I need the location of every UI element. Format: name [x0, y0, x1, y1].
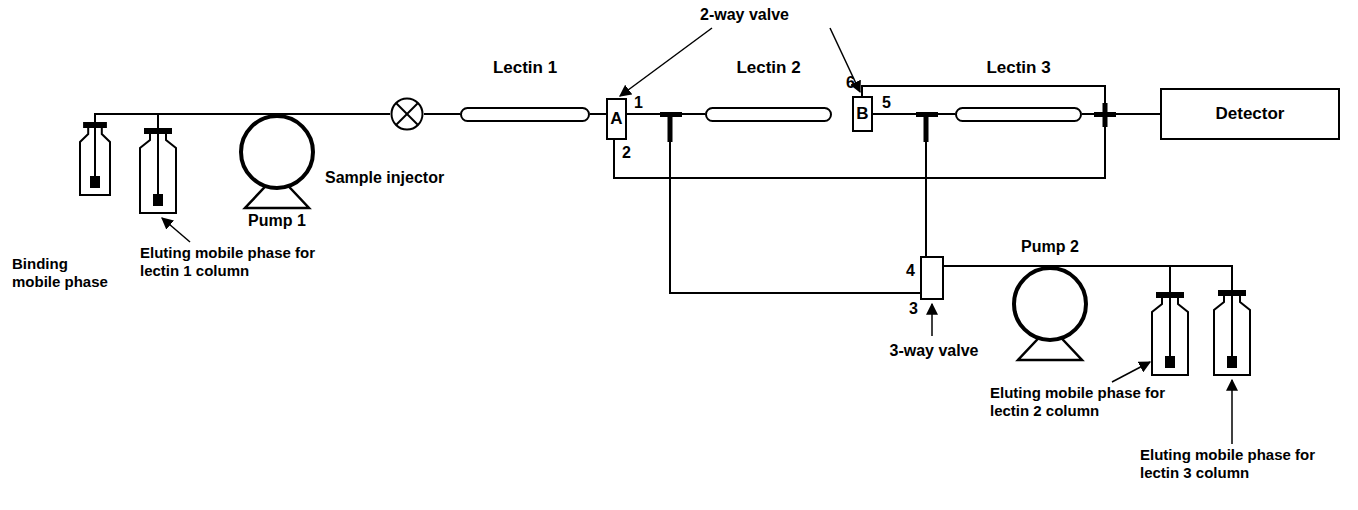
- bottle-label: Eluting mobile phase for lectin 2 column: [990, 384, 1165, 419]
- text-holder: 2: [622, 144, 631, 162]
- port-number: 4: [906, 262, 915, 279]
- lectin-column: Lectin 1: [460, 58, 590, 122]
- three-way-valve: 3-way valve: [920, 256, 944, 300]
- text-holder: Lectin 3: [935, 58, 1102, 78]
- text-holder: 5: [882, 94, 891, 112]
- port-number: 2: [622, 144, 631, 161]
- valve-letter: A: [610, 109, 622, 129]
- pump: Pump 1: [239, 114, 315, 190]
- callout-label: 2-way valve: [700, 6, 789, 23]
- tubing-line: [277, 113, 390, 115]
- tubing-line: [926, 114, 955, 256]
- solvent-bottle: Eluting mobile phase for lectin 1 column: [138, 128, 178, 214]
- callout-arrow: [162, 28, 1232, 444]
- solvent-bottle: Binding mobile phase: [78, 122, 112, 196]
- bottle-outline: [1150, 292, 1190, 376]
- text-holder: Lectin 2: [685, 58, 852, 78]
- text-holder: 3: [909, 300, 918, 318]
- injector-label: Sample injector: [325, 169, 444, 186]
- bottle-outline: [1212, 290, 1252, 376]
- text-holder: Eluting mobile phase for lectin 2 column: [990, 384, 1180, 421]
- port-number: 3: [909, 300, 918, 317]
- column-label: Lectin 3: [986, 58, 1050, 77]
- pump-symbol: [1012, 266, 1088, 362]
- solvent-bottle: Eluting mobile phase for lectin 3 column: [1212, 290, 1252, 376]
- text-holder: Pump 2: [1012, 238, 1088, 256]
- port-number: 5: [882, 94, 891, 111]
- text-holder: Lectin 1: [440, 58, 610, 78]
- tubing-line: [670, 114, 920, 293]
- detector-label: Detector: [1216, 104, 1285, 124]
- text-holder: Eluting mobile phase for lectin 3 column: [1140, 446, 1340, 483]
- pump-label: Pump 2: [1021, 238, 1079, 255]
- sample-injector: Sample injector: [390, 97, 424, 131]
- lectin-column: Lectin 3: [955, 58, 1082, 122]
- pump-label: Pump 1: [248, 212, 306, 229]
- column-tube: [460, 107, 590, 122]
- port-number: 6: [846, 74, 855, 91]
- text-holder: 1: [634, 94, 643, 112]
- tubing-line: [944, 265, 1050, 267]
- detector-box: Detector: [1160, 88, 1340, 140]
- text-holder: Eluting mobile phase for lectin 1 column: [140, 244, 330, 281]
- two-way-valve: B: [852, 96, 873, 132]
- injector-symbol: [390, 97, 424, 131]
- two-way-valve: A: [606, 98, 627, 140]
- text-holder: Pump 1: [239, 212, 315, 230]
- bottle-label: Binding mobile phase: [12, 255, 108, 290]
- valve-label: 3-way valve: [890, 342, 979, 359]
- tubing-line: [424, 113, 460, 115]
- text-holder: 4: [906, 262, 915, 280]
- column-label: Lectin 1: [493, 58, 557, 77]
- tubing-line: [95, 114, 277, 122]
- text-holder: 3-way valve: [862, 342, 1006, 360]
- bottle-outline: [138, 128, 178, 214]
- column-label: Lectin 2: [736, 58, 800, 77]
- bottle-label: Eluting mobile phase for lectin 1 column: [140, 244, 315, 279]
- pump: Pump 2: [1012, 266, 1088, 342]
- text-holder: 2-way valve: [700, 6, 789, 24]
- text-holder: 6: [846, 74, 855, 92]
- text-holder: Binding mobile phase: [12, 255, 112, 292]
- valve-letter: B: [856, 104, 868, 124]
- pump-symbol: [239, 114, 315, 210]
- text-holder: Sample injector: [325, 169, 444, 187]
- port-number: 1: [634, 94, 643, 111]
- tubing-line: [590, 113, 606, 115]
- column-tube: [705, 107, 832, 122]
- lectin-column: Lectin 2: [705, 58, 832, 122]
- solvent-bottle: Eluting mobile phase for lectin 2 column: [1150, 292, 1190, 376]
- bottle-outline: [78, 122, 112, 196]
- tubing-line: [614, 114, 1160, 178]
- bottle-label: Eluting mobile phase for lectin 3 column: [1140, 446, 1315, 481]
- column-tube: [955, 107, 1082, 122]
